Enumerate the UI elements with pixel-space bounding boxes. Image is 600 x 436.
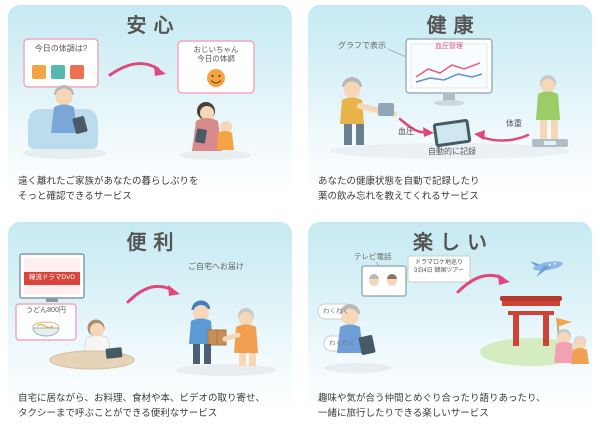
caption-line: 一緒に旅行したりできる楽しいサービス	[318, 407, 489, 419]
label-video-call: テレビ電話	[354, 252, 392, 261]
label-auto-record: 自動的に記録	[428, 147, 476, 156]
tv-screen	[19, 253, 85, 302]
elderly-man-with-tablet	[23, 85, 107, 159]
tablet-icon	[358, 335, 376, 355]
caption-line: 遠く離れたご家族があなたの暮らしぶりを	[18, 175, 199, 187]
caption-line: 薬の飲み忘れを教えてくれるサービス	[318, 190, 479, 202]
panel-tanoshii: 楽しい	[308, 222, 592, 428]
caption-line: あなたの健康状態を自動で記録したり	[318, 175, 480, 187]
tanoshii-scene	[317, 255, 589, 373]
bubble-today-condition: 今日の体調は?	[34, 44, 88, 53]
tablet-icon	[432, 118, 472, 148]
label-weight: 体重	[506, 119, 522, 128]
panel-anshin: 安心	[8, 5, 292, 211]
bp-chart-line	[415, 62, 481, 78]
panel-kenkou: 健康	[308, 5, 592, 211]
bp-cuff-icon	[378, 103, 394, 116]
travelers	[554, 317, 589, 364]
woman-ordering-at-table	[49, 319, 135, 370]
label-tour-line1: ドラマロケ地巡り	[414, 260, 463, 266]
weight-chart-line	[415, 73, 483, 83]
video-call-screen	[361, 265, 407, 297]
caption-line: タクシーまで呼ぶことができる便利なサービス	[18, 407, 218, 419]
dvd-banner	[24, 272, 80, 285]
woman-receiving-package	[222, 308, 258, 366]
airplane-icon	[529, 261, 563, 278]
man-with-tablet	[324, 304, 392, 373]
tour-flag-icon	[557, 318, 572, 327]
label-wakuwaku-1: わくわく	[323, 308, 349, 315]
illustration-anshin: 今日の体調は? おじいちゃん 今日の体調	[10, 33, 290, 161]
family-card-line2: 今日の体調	[197, 54, 235, 63]
label-bp-manage: 血圧管理	[435, 43, 463, 50]
curved-arrow-icon	[456, 273, 510, 294]
phone-icon	[195, 128, 207, 144]
curved-arrow-icon	[126, 284, 180, 304]
family-card-line1: おじいちゃん	[193, 45, 239, 54]
label-graph-display: グラフで表示	[338, 41, 386, 50]
panel-title-kenkou: 健康	[426, 15, 481, 37]
anshin-scene	[23, 38, 255, 160]
caption-line: そっと確認できるサービス	[18, 190, 132, 202]
label-drama-dvd: 韓流ドラマDVD	[28, 274, 76, 281]
benri-scene	[15, 253, 276, 376]
caption-anshin: 遠く離れたご家族があなたの暮らしぶりを そっと確認できるサービス	[18, 174, 288, 204]
illustration-benri: 韓流ドラマDVD うどん800円 ご自宅へお届け	[10, 250, 290, 378]
kenkou-scene	[330, 38, 570, 159]
illustration-tanoshii: テレビ電話 ドラマロケ地巡り 3泊4日 韓国ツアー わくわく わくわく	[310, 250, 590, 378]
udon-card	[15, 303, 77, 341]
panel-title-anshin: 安心	[126, 15, 181, 37]
smiley-face-icon	[207, 69, 225, 87]
panel-benri: 便利	[8, 222, 292, 428]
panel-title-benri: 便利	[126, 232, 181, 254]
caption-kenkou: あなたの健康状態を自動で記録したり 薬の飲み忘れを教えてくれるサービス	[318, 174, 588, 204]
panel-title-tanoshii: 楽しい	[413, 232, 494, 254]
tablet-icon	[105, 347, 123, 359]
health-monitor	[405, 38, 493, 106]
caption-line: 自宅に居ながら、お料理、食材や本、ビデオの取り寄せ、	[18, 392, 266, 404]
man-blood-pressure	[340, 77, 397, 145]
mother-and-baby	[179, 102, 251, 160]
caption-line: 趣味や気が合う仲間とめぐり合ったり語りあったり、	[318, 392, 546, 404]
curved-arrow-icon	[474, 130, 530, 142]
label-wakuwaku-2: わくわく	[329, 340, 355, 347]
label-tour-line2: 3泊4日 韓国ツアー	[414, 268, 464, 274]
curved-arrow-icon	[108, 62, 166, 77]
caption-tanoshii: 趣味や気が合う仲間とめぐり合ったり語りあったり、 一緒に旅行したりできる楽しいサ…	[318, 391, 588, 421]
label-blood-pressure: 血圧	[398, 127, 414, 136]
family-screen-card	[177, 40, 255, 94]
label-home-delivery: ご自宅へお届け	[188, 262, 244, 271]
illustration-kenkou: グラフで表示 血圧管理 血圧 体重 自動的に記録	[310, 33, 590, 161]
torii-gate-icon	[500, 296, 562, 346]
tour-sign-card	[407, 255, 471, 283]
woman-on-scale	[532, 75, 568, 147]
caption-benri: 自宅に居ながら、お料理、食材や本、ビデオの取り寄せ、 タクシーまで呼ぶことができ…	[18, 391, 288, 421]
curved-arrow-icon	[398, 117, 434, 137]
delivery-person	[176, 300, 276, 376]
label-udon-price: うどん800円	[26, 307, 66, 314]
tablet-icon	[72, 116, 88, 134]
